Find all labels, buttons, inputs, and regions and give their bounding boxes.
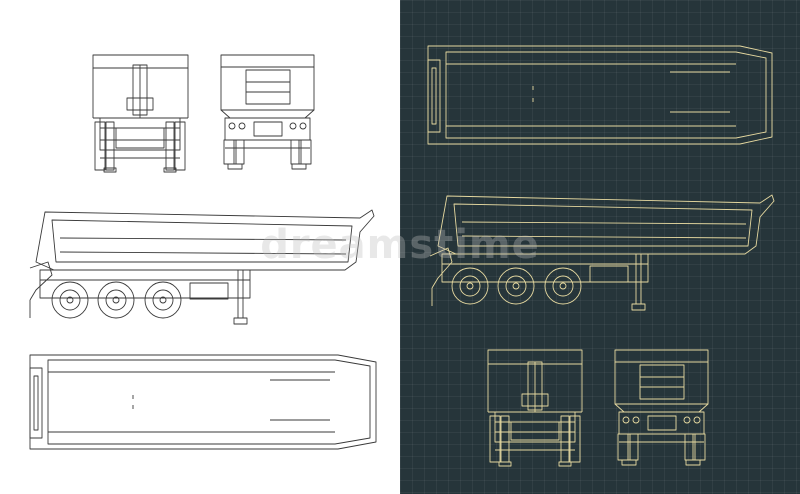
rear-view — [220, 54, 315, 170]
light-drawing — [29, 54, 377, 450]
dark-side-wheel-2 — [497, 267, 535, 305]
dark-side-wheel-1 — [451, 267, 489, 305]
top-view-dark — [427, 45, 773, 145]
dark-side-wheel-3 — [544, 267, 582, 305]
rear-view-dark — [614, 349, 709, 466]
top-view — [29, 354, 377, 450]
dark-drawing — [427, 45, 775, 467]
side-wheel-2 — [97, 281, 135, 319]
side-wheel-1 — [51, 281, 89, 319]
dark-panel — [400, 0, 800, 494]
side-view — [29, 209, 375, 325]
light-panel — [29, 54, 377, 450]
front-view — [92, 54, 189, 173]
front-view-dark — [487, 349, 583, 467]
side-wheel-3 — [144, 281, 182, 319]
side-view-dark — [429, 194, 775, 311]
